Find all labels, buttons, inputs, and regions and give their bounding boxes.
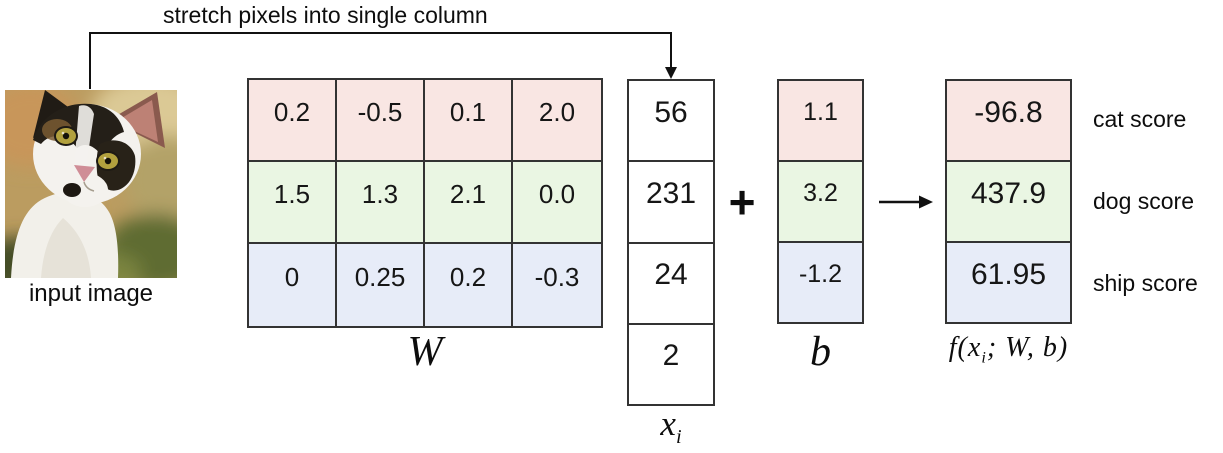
x-cell-2: 24 [629,243,713,325]
w-cell-r2c0: 0 [249,244,337,326]
ship-score-label: ship score [1093,269,1198,296]
w-cell-r0c3: 2.0 [513,80,601,162]
b-cell-0: 1.1 [779,81,862,162]
w-cell-r0c0: 0.2 [249,80,337,162]
score-cell-dog: 437.9 [947,162,1070,243]
x-cell-3: 2 [629,324,713,404]
bias-vector: 1.1 3.2 -1.2 [777,79,864,324]
w-cell-r2c2: 0.2 [425,244,513,326]
cat-score-label: cat score [1093,106,1187,133]
w-cell-r1c2: 2.1 [425,162,513,244]
bias-vector-label: b [810,329,831,375]
f-label-prefix: f( [948,332,968,363]
f-label-subscript: i [981,348,987,367]
plus-operator: + [728,176,756,228]
x-cell-1: 231 [629,162,713,244]
w-cell-r2c3: -0.3 [513,244,601,326]
weight-matrix: 0.2 -0.5 0.1 2.0 1.5 1.3 2.1 0.0 0 0.25 … [247,78,603,328]
f-label-suffix: ; W, b) [986,332,1069,363]
score-cell-ship: 61.95 [947,243,1070,322]
score-label-column: cat score dog score ship score [1093,79,1223,324]
x-label-base: x [660,404,676,443]
pixel-vector-label: xi [627,404,715,447]
cat-photo-icon [5,90,177,278]
x-label-subscript: i [675,426,682,448]
dog-score-label: dog score [1093,188,1195,214]
w-cell-r0c1: -0.5 [337,80,425,162]
w-cell-r0c2: 0.1 [425,80,513,162]
w-cell-r2c1: 0.25 [337,244,425,326]
b-cell-1: 3.2 [779,162,862,243]
pixel-vector: 56 231 24 2 [627,79,715,406]
x-cell-0: 56 [629,81,713,163]
score-function-label: f(xi; W, b) [920,332,1097,367]
result-arrow-icon [879,195,933,209]
input-cat-image [5,90,177,278]
f-label-x: x [967,332,982,363]
w-cell-r1c1: 1.3 [337,162,425,244]
score-vector: -96.8 437.9 61.95 [945,79,1072,324]
w-matrix-label: W [407,329,443,375]
score-cell-cat: -96.8 [947,81,1070,162]
stretch-caption: stretch pixels into single column [163,2,488,28]
b-cell-2: -1.2 [779,243,862,322]
input-image-label: input image [28,280,154,307]
w-cell-r1c0: 1.5 [249,162,337,244]
w-cell-r1c3: 0.0 [513,162,601,244]
